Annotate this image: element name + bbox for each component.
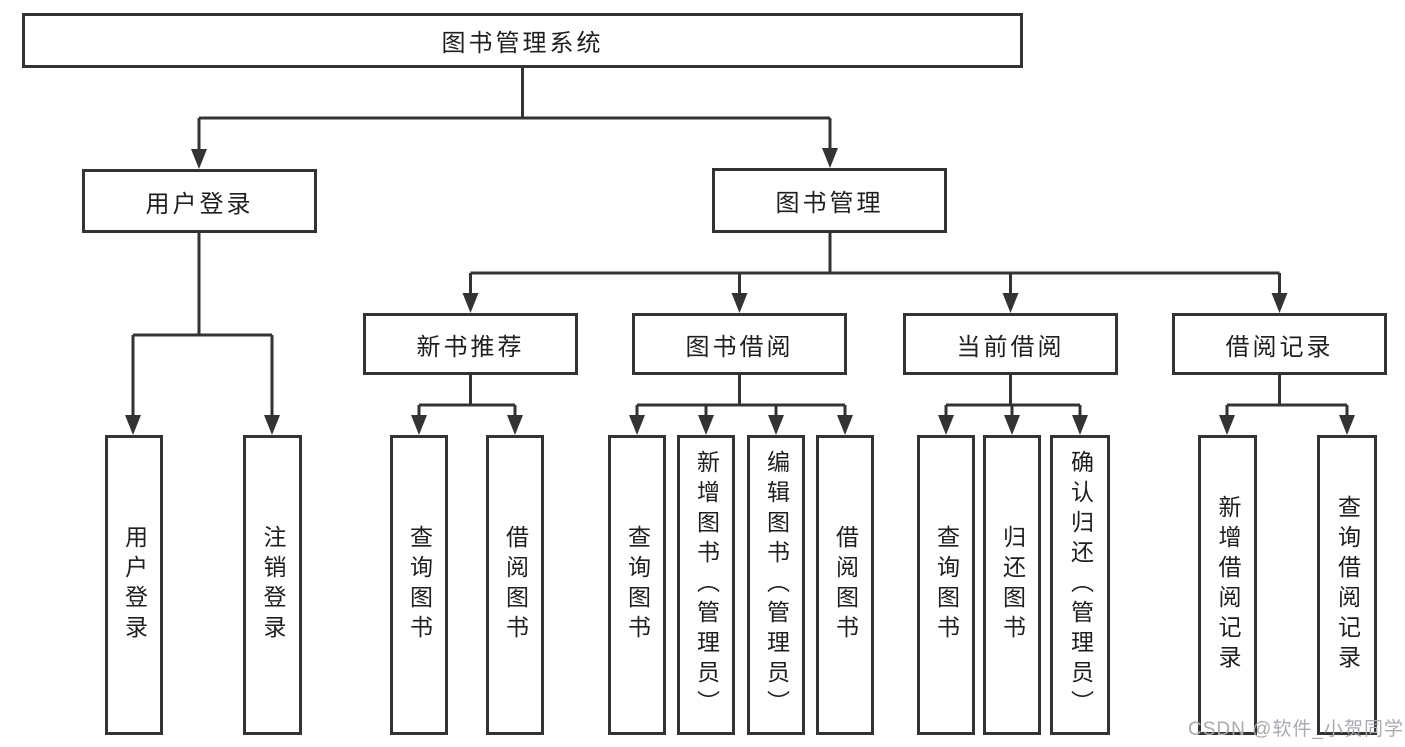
node-label: 用户登录 bbox=[121, 525, 148, 645]
node-label: 注销登录 bbox=[260, 525, 286, 645]
leaf-query-borrow-record: 查询借阅记录 bbox=[1317, 435, 1377, 735]
node-label: 查询图书 bbox=[624, 525, 651, 645]
node-borrowing-records: 借阅记录 bbox=[1172, 313, 1387, 375]
node-current-borrowing: 当前借阅 bbox=[903, 313, 1118, 375]
leaf-borrow-books-recommend: 借阅图书 bbox=[486, 435, 544, 735]
watermark-text: CSDN @软件_小贺同学 bbox=[1188, 719, 1404, 740]
node-label: 图书借阅 bbox=[685, 333, 794, 361]
node-label: 借阅图书 bbox=[502, 525, 529, 645]
node-label: 用户登录 bbox=[145, 190, 254, 218]
node-label: 确认归还（管理员） bbox=[1067, 450, 1094, 720]
connector-lines bbox=[131, 68, 1349, 418]
node-label: 借阅记录 bbox=[1225, 333, 1334, 361]
leaf-query-books-recommend: 查询图书 bbox=[390, 435, 448, 735]
leaf-user-login: 用户登录 bbox=[105, 435, 163, 735]
leaf-edit-book-admin: 编辑图书（管理员） bbox=[747, 435, 805, 735]
node-label: 当前借阅 bbox=[956, 333, 1065, 361]
node-new-book-recommend: 新书推荐 bbox=[363, 313, 578, 375]
node-label: 新增图书（管理员） bbox=[693, 450, 720, 720]
node-label: 图书管理 bbox=[775, 190, 884, 217]
leaf-query-books-current: 查询图书 bbox=[917, 435, 975, 735]
node-label: 编辑图书（管理员） bbox=[763, 450, 790, 720]
leaf-confirm-return-admin: 确认归还（管理员） bbox=[1050, 435, 1110, 735]
node-label: 归还图书 bbox=[999, 525, 1026, 645]
node-label: 新增借阅记录 bbox=[1215, 495, 1241, 675]
leaf-borrow-books-borrowing: 借阅图书 bbox=[816, 435, 874, 735]
node-user-login: 用户登录 bbox=[82, 169, 317, 233]
node-book-borrowing: 图书借阅 bbox=[632, 313, 847, 375]
leaf-logout: 注销登录 bbox=[243, 435, 302, 735]
node-label: 查询图书 bbox=[406, 525, 433, 645]
node-label: 新书推荐 bbox=[416, 333, 525, 361]
node-label: 借阅图书 bbox=[832, 525, 859, 645]
leaf-add-book-admin: 新增图书（管理员） bbox=[677, 435, 735, 735]
node-label: 图书管理系统 bbox=[441, 30, 604, 57]
node-label: 查询借阅记录 bbox=[1334, 495, 1361, 675]
leaf-return-books: 归还图书 bbox=[983, 435, 1041, 735]
arrowheads bbox=[125, 148, 1355, 435]
leaf-query-books-borrowing: 查询图书 bbox=[608, 435, 666, 735]
node-label: 查询图书 bbox=[933, 525, 960, 645]
node-book-management: 图书管理 bbox=[712, 168, 947, 233]
node-library-system: 图书管理系统 bbox=[22, 13, 1023, 68]
leaf-add-borrow-record: 新增借阅记录 bbox=[1198, 435, 1257, 735]
